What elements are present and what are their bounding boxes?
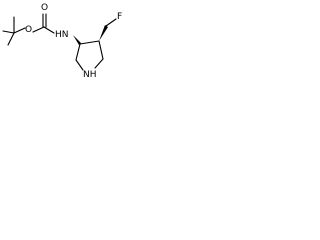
ester-oxygen-label: O [25, 25, 32, 35]
ring-bond-c5-n1 [94, 58, 104, 69]
bond-carbonyl-carbon-to-nitrogen [43, 26, 55, 34]
tert-butyl-group [2, 16, 26, 46]
ring-nitrogen-label: NH [83, 70, 97, 80]
chemical-structure-diagram: O O HN NH F [2, 3, 122, 80]
amide-nitrogen-label: HN [55, 30, 69, 40]
ring-bond-c3-c4 [79, 40, 100, 45]
fluorine-label: F [117, 12, 122, 22]
bond-quaternary-carbon-to-oxygen [13, 27, 26, 34]
wedge-bond-to-nhboc [73, 35, 81, 45]
ring-bond-c2-c3 [75, 43, 81, 61]
ring-bond-c4-c5 [98, 40, 104, 60]
carbonyl-oxygen-label: O [41, 3, 48, 13]
wedge-bond-to-ch2f [99, 25, 108, 41]
bond-methylene-to-fluorine [105, 18, 117, 27]
ring-bond-n1-c2 [75, 59, 84, 71]
bond-methyl-bottom [7, 32, 15, 46]
carbamate-group [32, 13, 55, 34]
bond-methyl-left [2, 30, 15, 34]
bond-ester-oxygen-to-carbonyl-carbon [32, 26, 45, 33]
pyrrolidine-ring [75, 40, 104, 71]
